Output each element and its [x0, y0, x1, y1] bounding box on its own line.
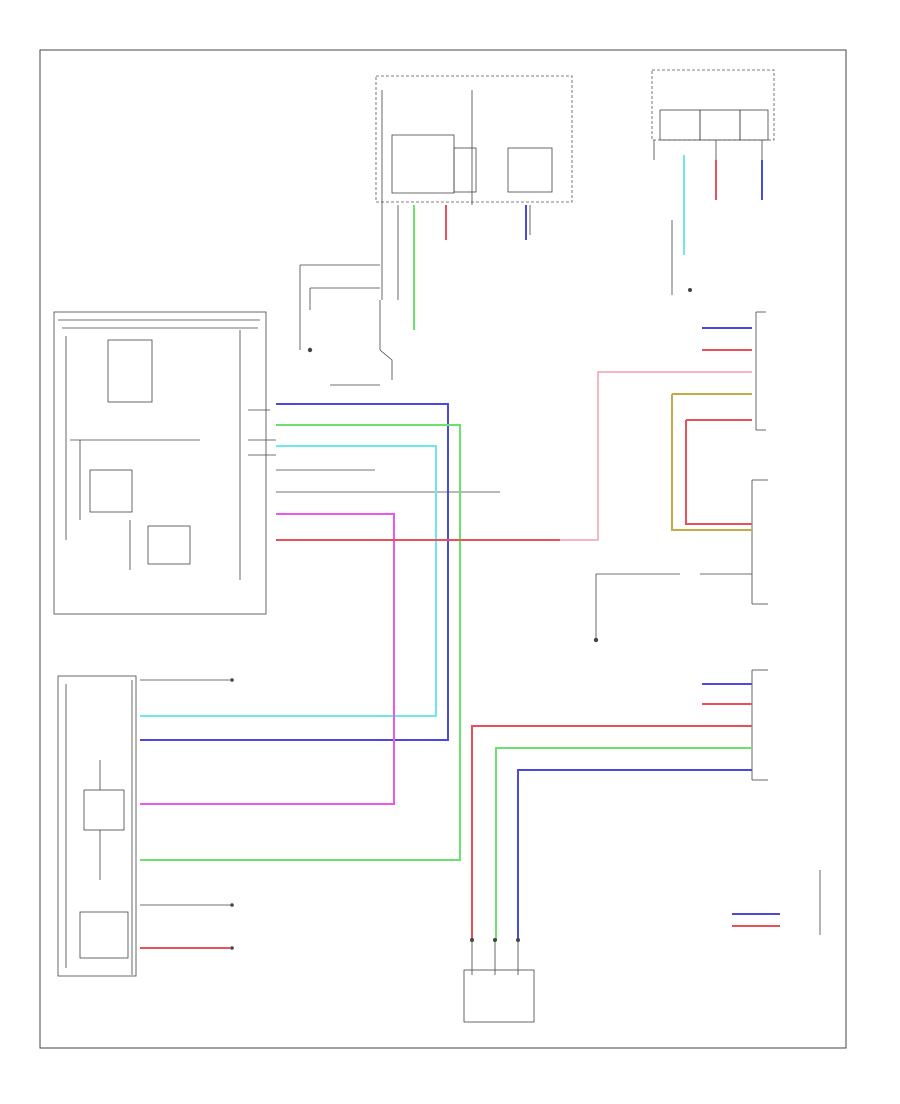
- junction-dots: [230, 347, 599, 950]
- outer-border: [39, 49, 847, 1049]
- connector-stubs: [702, 327, 780, 927]
- switch-unit-left-lower: [57, 675, 137, 977]
- wire-green: [140, 205, 752, 940]
- wire-blue-2: [517, 160, 763, 940]
- fuse-box-top-center: [375, 75, 573, 300]
- control-unit-left-upper: [53, 311, 267, 615]
- wire-pink: [560, 371, 752, 541]
- wire-magenta: [140, 513, 395, 805]
- connector-block-right-1: [755, 311, 766, 431]
- bottom-connector: [463, 940, 535, 1023]
- wires-black: [140, 264, 752, 906]
- connector-block-right-3: [751, 669, 768, 781]
- wire-blue: [140, 403, 449, 741]
- fuse-box-top-right: [651, 69, 775, 295]
- wire-cyan: [140, 155, 685, 717]
- wire-red: [140, 160, 752, 949]
- connector-block-right-2: [751, 479, 768, 605]
- wire-olive: [671, 393, 752, 531]
